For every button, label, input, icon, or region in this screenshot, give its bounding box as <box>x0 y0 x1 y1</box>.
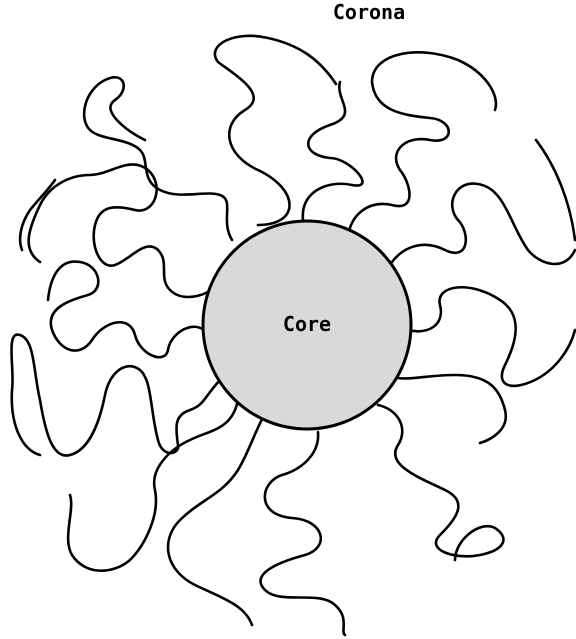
corona-chain <box>11 335 222 456</box>
corona-chain <box>378 405 503 560</box>
corona-chain <box>536 140 575 240</box>
corona-chain <box>29 164 208 297</box>
corona-chain <box>303 82 363 220</box>
corona-chain <box>48 262 204 358</box>
corona-chain <box>392 184 575 264</box>
core-label: Core <box>283 312 331 336</box>
corona-chain <box>408 287 575 386</box>
corona-chain <box>398 375 506 443</box>
corona-chain <box>261 432 345 635</box>
corona-chain <box>68 400 238 571</box>
corona-label: Corona <box>333 0 405 24</box>
corona-chain <box>84 77 232 240</box>
corona-chain <box>348 52 496 238</box>
corona-chain <box>168 408 268 625</box>
